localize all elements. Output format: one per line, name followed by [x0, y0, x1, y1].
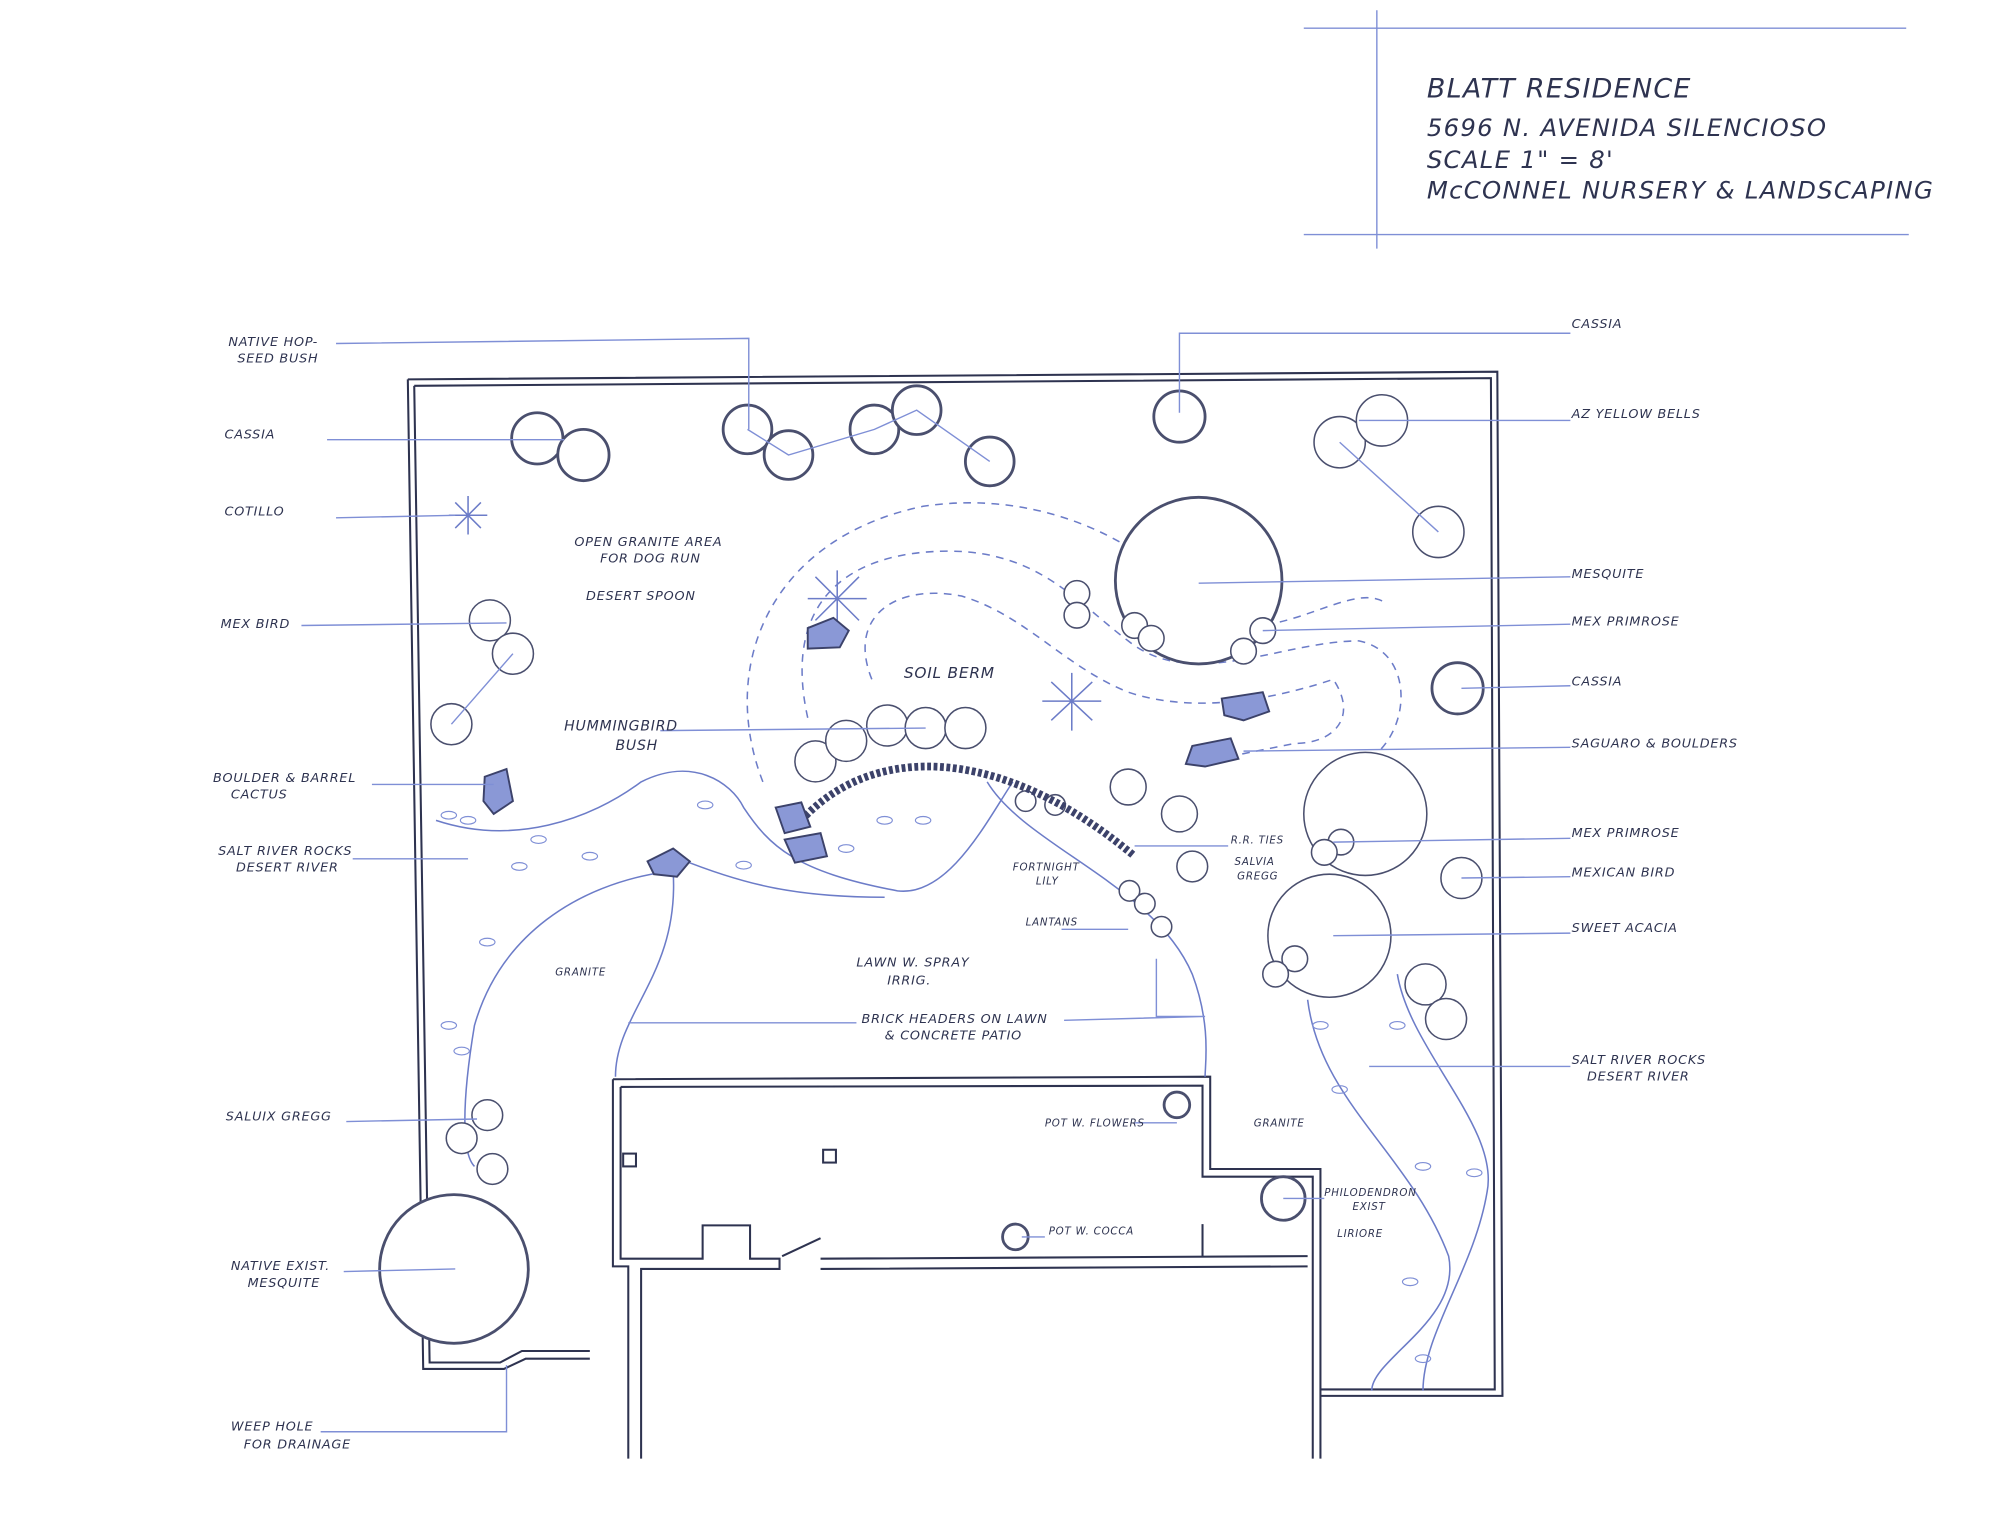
label-salt-river-right: SALT RIVER ROCKS [1572, 1053, 1706, 1068]
plants [378, 384, 1485, 1345]
project-title: BLATT RESIDENCE [1427, 73, 1692, 104]
label-brick-headers: BRICK HEADERS ON LAWN [862, 1012, 1048, 1027]
label-pot-flowers: POT W. FLOWERS [1045, 1118, 1145, 1130]
project-scale: SCALE 1" = 8' [1427, 145, 1614, 174]
house-outline [611, 1075, 1322, 1459]
interior-labels: OPEN GRANITE AREA FOR DOG RUN DESERT SPO… [555, 535, 1416, 1240]
label-hummingbird: BUSH [615, 738, 658, 754]
label-lawn: LAWN W. SPRAY [856, 955, 969, 970]
label-boulder-barrel: CACTUS [231, 788, 288, 803]
label-mesquite: MESQUITE [1572, 567, 1645, 582]
mesquite-tree [1113, 495, 1284, 666]
label-mexican-bird: MEXICAN BIRD [1572, 866, 1676, 881]
label-salt-river-left: SALT RIVER ROCKS [218, 844, 352, 859]
leader-lines [301, 332, 1571, 1433]
salt-river-rocks [440, 800, 1483, 1364]
boulders [482, 616, 1271, 878]
left-labels: NATIVE HOP- SEED BUSH CASSIA COTILLO MEX… [213, 335, 356, 1452]
label-saguaro: SAGUARO & BOULDERS [1572, 736, 1738, 751]
label-brick-headers: & CONCRETE PATIO [885, 1029, 1022, 1044]
label-weep-hole: WEEP HOLE [231, 1419, 314, 1434]
label-sweet-acacia: SWEET ACACIA [1572, 921, 1678, 936]
label-weep-hole: FOR DRAINAGE [244, 1437, 351, 1452]
label-boulder-barrel: BOULDER & BARREL [213, 771, 356, 786]
cassia-shrub [510, 411, 565, 466]
label-lawn: IRRIG. [887, 973, 931, 988]
cotillo-icon [448, 496, 488, 535]
label-fortnight: LILY [1036, 875, 1059, 887]
label-lantans: LANTANS [1026, 916, 1078, 928]
label-hop-seed: SEED BUSH [237, 352, 318, 367]
label-philodendron: EXIST [1352, 1201, 1385, 1213]
label-saluix: SALUIX GREGG [226, 1109, 332, 1124]
label-granite-left: GRANITE [555, 966, 606, 978]
label-hummingbird: HUMMINGBIRD [564, 719, 678, 735]
label-mex-bird: MEX BIRD [221, 617, 290, 632]
label-salvia: GREGG [1237, 870, 1278, 882]
label-cassia: CASSIA [225, 427, 276, 442]
label-mex-primrose: MEX PRIMROSE [1572, 615, 1680, 630]
label-salvia: SALVIA [1235, 856, 1275, 868]
label-native-mesquite: NATIVE EXIST. [231, 1259, 330, 1274]
property-boundary [406, 370, 1504, 1397]
cassia-shrub [556, 427, 611, 483]
label-hop-seed: NATIVE HOP- [228, 335, 318, 350]
label-salt-river-right: DESERT RIVER [1587, 1070, 1690, 1085]
label-philodendron: PHILODENDRON [1324, 1187, 1416, 1199]
rr-ties-wall [798, 762, 1138, 860]
label-dog-run: FOR DOG RUN [600, 552, 701, 567]
label-fortnight: FORTNIGHT [1013, 861, 1080, 873]
label-salt-river-left: DESERT RIVER [236, 861, 339, 876]
project-address: 5696 N. AVENIDA SILENCIOSO [1427, 113, 1827, 142]
label-mex-primrose: MEX PRIMROSE [1572, 826, 1680, 841]
desert-spoon-icon [1042, 672, 1102, 731]
desert-river-right [986, 781, 1490, 1391]
label-rr-ties: R.R. TIES [1231, 834, 1284, 846]
label-cassia-top: CASSIA [1572, 317, 1623, 332]
project-company: McCONNEL NURSERY & LANDSCAPING [1427, 176, 1934, 205]
label-soil-berm: SOIL BERM [904, 664, 995, 682]
title-block: BLATT RESIDENCE 5696 N. AVENIDA SILENCIO… [1303, 10, 1934, 249]
label-dog-run: OPEN GRANITE AREA [574, 535, 722, 550]
mex-bird [468, 599, 512, 642]
label-cassia-mid: CASSIA [1572, 675, 1623, 690]
right-labels: CASSIA AZ YELLOW BELLS MESQUITE MEX PRIM… [1571, 317, 1738, 1085]
label-pot-cocca: POT W. COCCA [1049, 1225, 1134, 1237]
label-liriore: LIRIORE [1337, 1228, 1383, 1240]
pot-flowers [1162, 1090, 1192, 1120]
label-native-mesquite: MESQUITE [248, 1276, 321, 1291]
label-az-yellow-bells: AZ YELLOW BELLS [1571, 407, 1701, 422]
berm-contours [746, 502, 1402, 783]
label-desert-spoon: DESERT SPOON [586, 589, 696, 604]
label-cotillo: COTILLO [225, 504, 285, 519]
desert-spoon-icon [807, 570, 867, 629]
label-granite-right: GRANITE [1254, 1118, 1305, 1130]
